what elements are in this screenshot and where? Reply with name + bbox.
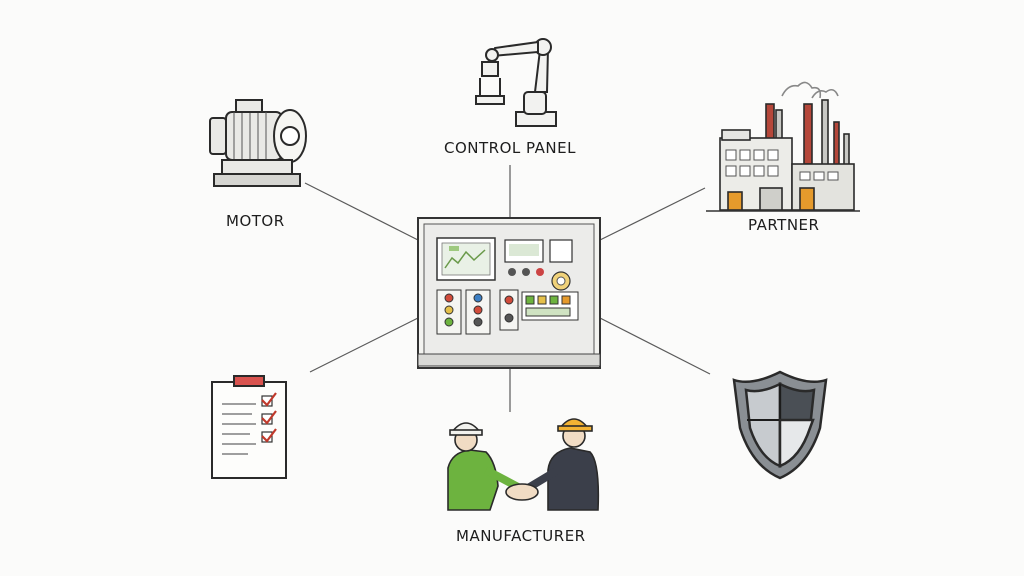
checklist-clipboard-icon: [211, 375, 287, 479]
control-cabinet-icon: [417, 217, 601, 369]
connectors: [304, 165, 711, 412]
connector-motor: [304, 182, 419, 241]
factory-icon: [706, 81, 860, 212]
electric-motor-icon: [209, 99, 307, 187]
label-control-panel: CONTROL PANEL: [444, 139, 576, 157]
connector-partner: [599, 187, 706, 241]
connector-shield: [599, 317, 711, 375]
robot-arm-icon: [475, 38, 557, 127]
label-partner: PARTNER: [748, 216, 820, 234]
label-motor: MOTOR: [226, 212, 285, 230]
connector-checklist: [309, 317, 419, 373]
shield-icon: [732, 370, 828, 480]
handshake-workers-icon: [447, 418, 600, 511]
label-manufacturer: MANUFACTURER: [456, 527, 586, 545]
